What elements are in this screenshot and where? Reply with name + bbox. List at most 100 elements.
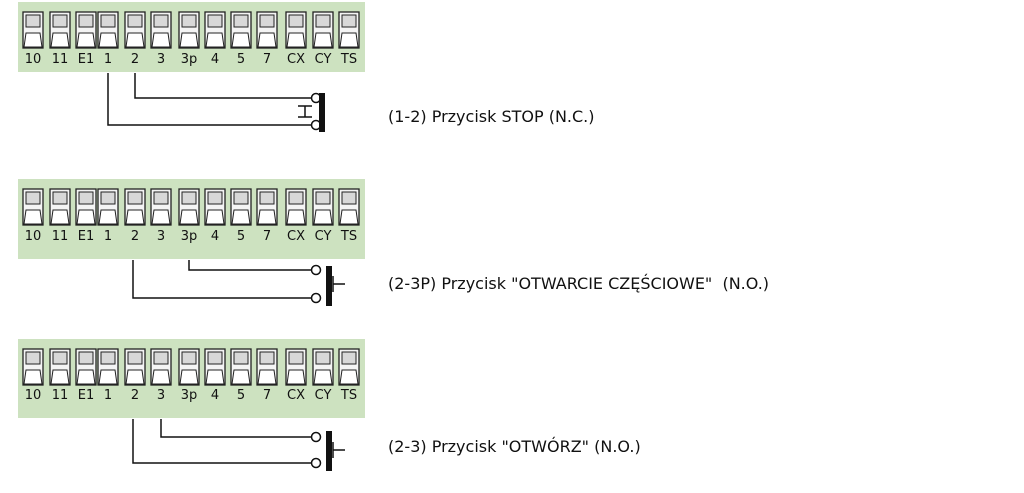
terminal-screw-10 [22, 188, 44, 226]
terminal-screw-5 [230, 11, 252, 49]
caption-partial-open: (2-3P) Przycisk "OTWARCIE CZĘŚCIOWE" (N.… [388, 274, 770, 293]
terminal-label-3: 3 [156, 52, 166, 67]
contact-top [310, 431, 322, 443]
terminal-screw-cx [285, 188, 307, 226]
terminal-screw-11 [49, 188, 71, 226]
terminal-label-4: 4 [210, 388, 220, 403]
pushbutton-body [326, 431, 332, 471]
terminal-label-11: 11 [51, 52, 69, 67]
terminal-screw-7 [256, 11, 278, 49]
terminal-label-11: 11 [51, 388, 69, 403]
terminal-label-e1: E1 [77, 52, 95, 67]
wire-terminal-2 [134, 73, 312, 99]
terminal-label-cx: CX [287, 229, 305, 244]
terminal-screw-e1 [75, 348, 97, 386]
wire-terminal-3p [188, 260, 312, 271]
terminal-screw-ts [338, 188, 360, 226]
terminal-label-cx: CX [287, 52, 305, 67]
no-contact-bar [332, 276, 345, 292]
terminal-label-cy: CY [314, 52, 332, 67]
terminal-label-3: 3 [156, 388, 166, 403]
stop-wiring [107, 73, 325, 132]
terminal-label-1: 1 [103, 52, 113, 67]
terminal-screw-1 [97, 11, 119, 49]
terminal-label-5: 5 [236, 388, 246, 403]
terminal-screw-3p [178, 11, 200, 49]
caption-stop: (1-2) Przycisk STOP (N.C.) [388, 107, 595, 126]
terminal-screw-5 [230, 348, 252, 386]
terminal-screw-ts [338, 348, 360, 386]
terminal-label-1: 1 [103, 229, 113, 244]
terminal-block-stop: 10 11 E1 1 2 3 3p 4 5 7 CX CY TS [18, 2, 365, 72]
terminal-label-2: 2 [130, 229, 140, 244]
terminal-label-3p: 3p [180, 52, 198, 67]
terminal-label-7: 7 [262, 229, 272, 244]
terminal-label-5: 5 [236, 52, 246, 67]
terminal-label-ts: TS [340, 229, 358, 244]
nc-contact-bar [298, 105, 312, 118]
terminal-screw-3p [178, 188, 200, 226]
caption-open: (2-3) Przycisk "OTWÓRZ" (N.O.) [388, 437, 641, 456]
terminal-screw-cy [312, 348, 334, 386]
terminal-screw-2 [124, 188, 146, 226]
terminal-label-cy: CY [314, 388, 332, 403]
terminal-label-10: 10 [24, 229, 42, 244]
terminal-label-1: 1 [103, 388, 113, 403]
terminal-screw-11 [49, 348, 71, 386]
terminal-screw-cx [285, 348, 307, 386]
terminal-label-10: 10 [24, 388, 42, 403]
terminal-screw-7 [256, 348, 278, 386]
terminal-label-3p: 3p [180, 229, 198, 244]
terminal-label-10: 10 [24, 52, 42, 67]
terminal-screw-3 [150, 11, 172, 49]
terminal-screw-10 [22, 348, 44, 386]
terminal-screw-7 [256, 188, 278, 226]
pushbutton-body [326, 266, 332, 306]
terminal-label-2: 2 [130, 388, 140, 403]
terminal-label-7: 7 [262, 52, 272, 67]
terminal-label-3: 3 [156, 229, 166, 244]
terminal-screw-2 [124, 11, 146, 49]
wire-terminal-2 [132, 260, 312, 299]
terminal-screw-cy [312, 11, 334, 49]
terminal-screw-1 [97, 348, 119, 386]
terminal-screw-2 [124, 348, 146, 386]
open-wiring [132, 419, 345, 471]
terminal-screw-11 [49, 11, 71, 49]
terminal-screw-1 [97, 188, 119, 226]
terminal-screw-e1 [75, 188, 97, 226]
partial-open-wiring [132, 260, 345, 306]
no-contact-bar [332, 442, 345, 458]
terminal-label-4: 4 [210, 52, 220, 67]
terminal-screw-4 [204, 348, 226, 386]
terminal-screw-e1 [75, 11, 97, 49]
contact-bottom [310, 457, 322, 469]
terminal-screw-cy [312, 188, 334, 226]
terminal-label-cy: CY [314, 229, 332, 244]
terminal-label-2: 2 [130, 52, 140, 67]
terminal-label-ts: TS [340, 388, 358, 403]
terminal-label-e1: E1 [77, 388, 95, 403]
terminal-screw-10 [22, 11, 44, 49]
terminal-screw-4 [204, 188, 226, 226]
terminal-label-e1: E1 [77, 229, 95, 244]
terminal-screw-5 [230, 188, 252, 226]
terminal-label-5: 5 [236, 229, 246, 244]
terminal-screw-cx [285, 11, 307, 49]
terminal-label-7: 7 [262, 388, 272, 403]
wire-terminal-1 [107, 73, 312, 126]
terminal-screw-3p [178, 348, 200, 386]
terminal-label-4: 4 [210, 229, 220, 244]
terminal-screw-3 [150, 188, 172, 226]
terminal-screw-ts [338, 11, 360, 49]
terminal-label-3p: 3p [180, 388, 198, 403]
terminal-screw-3 [150, 348, 172, 386]
terminal-label-ts: TS [340, 52, 358, 67]
contact-top [310, 264, 322, 276]
terminal-screw-4 [204, 11, 226, 49]
pushbutton-body [319, 93, 325, 132]
wire-terminal-3 [160, 419, 312, 438]
